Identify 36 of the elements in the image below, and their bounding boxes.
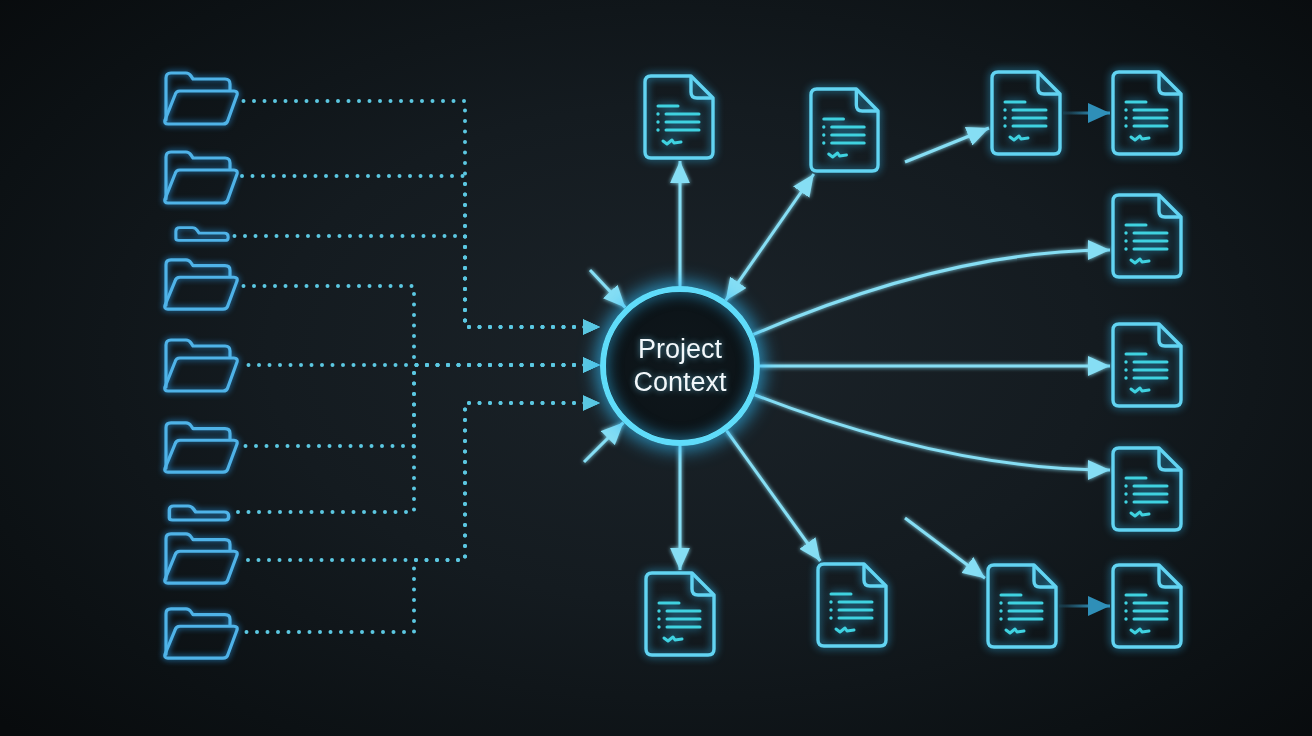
folder-icon bbox=[172, 224, 232, 244]
arrow bbox=[1063, 103, 1110, 123]
document-icon bbox=[1110, 562, 1184, 650]
context-circle bbox=[600, 286, 760, 446]
folder-icon bbox=[160, 604, 240, 662]
document-icon bbox=[1110, 445, 1184, 533]
arrow bbox=[760, 356, 1110, 376]
arrow bbox=[752, 240, 1111, 336]
document-icon bbox=[643, 570, 717, 658]
arrow bbox=[670, 161, 690, 286]
folder-icon bbox=[160, 255, 240, 313]
arrow bbox=[725, 430, 822, 562]
document-icon bbox=[1110, 192, 1184, 280]
arrow bbox=[670, 446, 690, 570]
dotted-arrow bbox=[230, 234, 602, 335]
folder-icon bbox=[160, 68, 240, 128]
document-icon bbox=[989, 69, 1063, 157]
document-icon bbox=[642, 73, 716, 161]
double-arrow bbox=[724, 173, 816, 302]
arrow bbox=[904, 516, 986, 580]
node-label: Project Context bbox=[632, 333, 728, 399]
document-icon bbox=[808, 86, 881, 174]
arrow bbox=[588, 268, 627, 309]
arrow bbox=[754, 393, 1111, 480]
folder-icon bbox=[165, 502, 233, 524]
document-icon bbox=[815, 561, 889, 649]
folder-icon bbox=[160, 335, 240, 395]
document-icon bbox=[1110, 69, 1184, 157]
folder-icon bbox=[160, 147, 240, 207]
arrow bbox=[582, 421, 625, 464]
folder-icon bbox=[160, 418, 240, 476]
document-icon bbox=[985, 562, 1059, 650]
document-icon bbox=[1110, 321, 1184, 409]
arrow bbox=[1059, 596, 1110, 616]
folder-icon bbox=[160, 529, 240, 587]
arrow bbox=[904, 126, 990, 164]
